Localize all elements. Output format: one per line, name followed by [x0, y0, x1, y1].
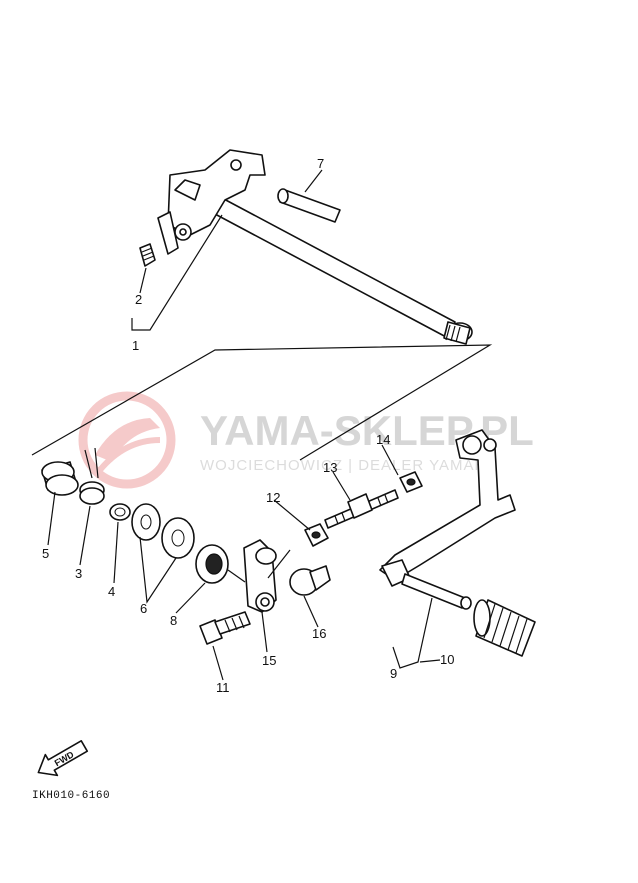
small-spring	[139, 243, 156, 267]
shift-lever-bracket	[243, 539, 291, 613]
pedal-rubber	[473, 599, 536, 657]
callout-8: 8	[170, 613, 177, 628]
callout-11: 11	[216, 680, 230, 695]
callout-12: 12	[266, 490, 280, 505]
group-outline	[31, 344, 493, 461]
pin	[277, 188, 341, 223]
callouts: 1 2 3 4 5 6 7 8 9 10 11 12 13 14 15 16	[42, 156, 454, 695]
callout-2: 2	[135, 292, 142, 307]
callout-4: 4	[108, 584, 115, 599]
callout-10: 10	[440, 652, 454, 667]
watermark-logo-icon	[78, 391, 176, 489]
callout-16: 16	[312, 626, 326, 641]
fwd-arrow-icon: FWD	[37, 740, 89, 777]
callout-1: 1	[132, 338, 139, 353]
bearing	[195, 544, 246, 584]
washers	[131, 503, 195, 559]
torsion-spring	[79, 447, 105, 505]
callout-14: 14	[376, 432, 390, 447]
callout-13: 13	[323, 460, 337, 475]
callout-7: 7	[317, 156, 324, 171]
collar	[41, 461, 79, 496]
callout-6: 6	[140, 601, 147, 616]
bolt	[199, 611, 251, 645]
reference-code: IKH010-6160	[32, 790, 110, 802]
callout-15: 15	[262, 653, 276, 668]
leader-lines	[47, 169, 441, 681]
callout-9: 9	[390, 666, 397, 681]
callout-3: 3	[75, 566, 82, 581]
shift-pedal	[379, 429, 516, 610]
circlip	[109, 503, 131, 521]
nut	[304, 523, 329, 547]
shift-shaft	[157, 149, 473, 345]
rubber-cap	[289, 565, 331, 596]
threaded-rod	[324, 489, 399, 529]
watermark-subtitle: WOJCIECHOWICZ | DEALER YAMAHA	[200, 457, 497, 474]
small-nut	[399, 471, 423, 493]
callout-5: 5	[42, 546, 49, 561]
